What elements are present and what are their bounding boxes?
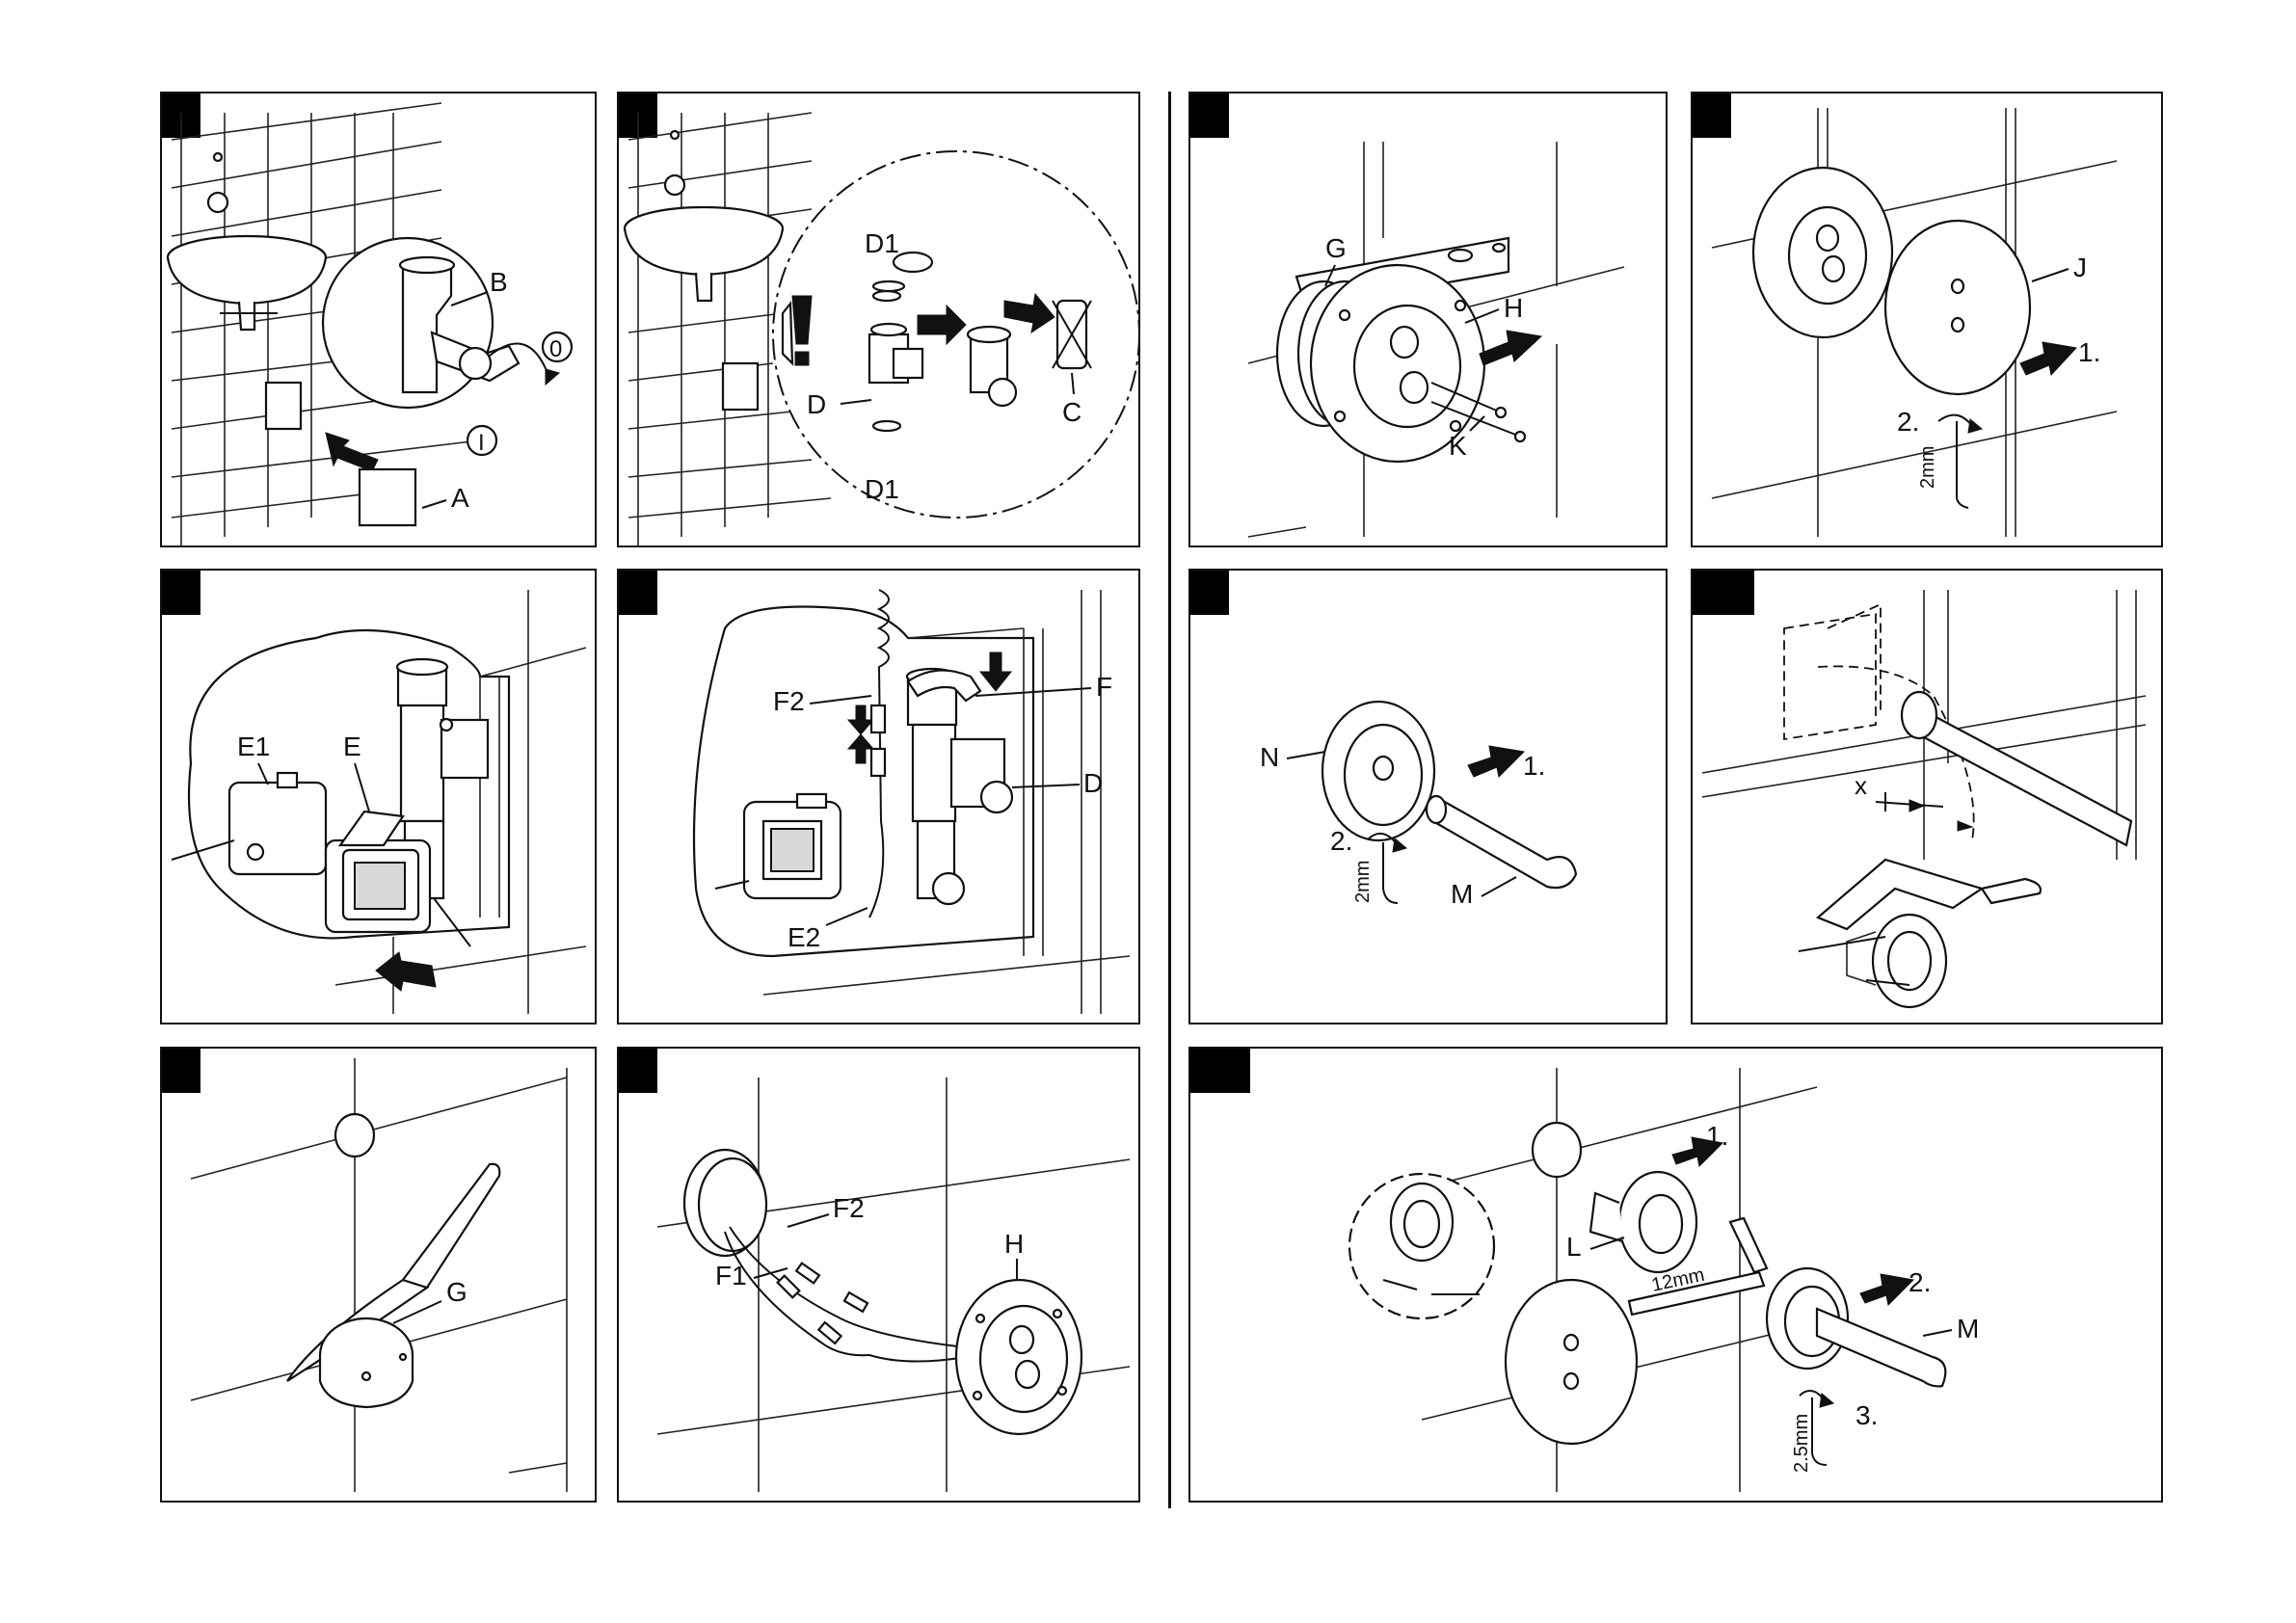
tile-cutout-circle [335,1114,374,1157]
label-c: C [1062,397,1081,427]
label-e1: E1 [237,732,270,761]
test-rod-m-icon [1427,796,1576,888]
filter-detail-callout [773,151,1139,518]
illustration-mount-plate: G H K [1190,93,1668,547]
step-panel-cut-tile: G [160,1047,597,1503]
label-step1: 1. [2078,337,2100,367]
illustration-route-cables: F2 F1 H [619,1049,1140,1503]
label-step2: 2. [1897,407,1919,437]
illustration-insert-rod: N M 1. 2. 2mm [1190,571,1668,1024]
arrow-push-icon [1468,746,1524,777]
label-key-2mm: 2mm [1917,446,1938,489]
hex-key-2mm-icon [1957,421,1968,508]
label-step1: 1. [1706,1121,1728,1151]
wall-box-g-icon [320,1318,413,1407]
turn-arrow-icon [546,369,559,385]
illustration-connect-power: E1 E [162,571,597,1024]
label-d: D [1083,768,1103,798]
step-panel-connect-cables: F2 F D E2 [617,569,1140,1024]
sleeve-cut-icon [1847,915,1946,1007]
step-panel-shut-off-water: A B 0 I [160,92,597,547]
wall-opening-icon [684,1150,766,1256]
turn-arrow-icon [1938,415,1972,426]
cover-plate-icon [1506,1280,1637,1444]
arrow-push-icon [1860,1274,1913,1305]
mounting-flange-icon [1753,168,1892,337]
label-x: x [1855,771,1867,800]
label-e2: E2 [788,922,820,952]
valve-detail-callout [323,238,559,408]
label-d1-top: D1 [865,228,899,258]
label-j: J [2073,253,2087,282]
label-d1-bottom: D1 [865,474,899,504]
step-panel-final-assembly: L 1. 12mm 2. M [1188,1047,2163,1503]
label-key-2mm: 2mm [1352,861,1374,903]
label-step1: 1. [1523,751,1545,781]
cover-plate-j-icon [1885,221,2030,394]
ruler-icon [1902,692,2131,845]
illustration-shut-off-water: A B 0 I [162,93,597,547]
tile-cutout-circle [1533,1123,1581,1177]
step-panel-measure-cut: x [1691,569,2163,1024]
label-step2: 2. [1330,826,1352,856]
label-a: A [451,483,469,513]
saw-icon [1818,860,2041,929]
label-g: G [1325,233,1347,263]
label-g: G [446,1277,467,1307]
illustration-final-assembly: L 1. 12mm 2. M [1190,1049,2163,1503]
detail-callout [1349,1174,1494,1318]
label-b: B [490,267,508,297]
washbasin-icon [625,131,783,301]
label-h: H [1504,293,1523,323]
illustration-connect-cables: F2 F D E2 [619,571,1140,1024]
label-step2: 2. [1909,1267,1931,1297]
cables-f1-f2-icon [725,1227,966,1362]
label-key-25mm: 2.5mm [1791,1414,1812,1473]
label-f: F [1096,672,1112,702]
warning-exclamation-icon [792,296,812,344]
label-zero: 0 [549,336,562,362]
arrow-push-icon [376,952,436,991]
rosette-n-icon [1322,702,1434,840]
step-panel-route-cables: F2 F1 H [617,1047,1140,1503]
wall-box-icon [723,363,758,410]
label-h: H [1004,1229,1024,1259]
sleeve-l-icon [1590,1172,1696,1272]
step-panel-mount-plate: G H K [1188,92,1668,547]
label-e: E [343,732,361,761]
arrow-push-icon [2020,342,2076,375]
step-panel-insert-rod: N M 1. 2. 2mm [1188,569,1668,1024]
label-f1: F1 [715,1261,747,1290]
label-step3: 3. [1855,1400,1878,1430]
wall-box-icon [266,383,301,429]
arrow-push-icon [1480,331,1541,365]
label-l: L [1566,1232,1582,1262]
illustration-measure-cut: x [1693,571,2163,1024]
label-n: N [1260,742,1279,772]
washbasin-icon [168,153,326,330]
cover-plate-icon [360,469,415,525]
wall-box-outline-dashed [1784,614,1876,739]
step-panel-filter-exchange: D1 D D1 C [617,92,1140,547]
label-m: M [1451,879,1473,909]
mounting-flange-h-icon [956,1280,1081,1434]
label-k: K [1449,431,1467,461]
step-panel-cover-plate: J 1. 2. 2mm [1691,92,2163,547]
arrow-pull-cover-icon [326,433,378,471]
illustration-filter-exchange: D1 D D1 C [619,93,1140,547]
label-m: M [1957,1314,1979,1344]
column-divider [1168,92,1171,1508]
label-f2: F2 [833,1193,865,1223]
label-d: D [807,389,826,419]
illustration-cover-plate: J 1. 2. 2mm [1693,93,2163,547]
illustration-cut-tile: G [162,1049,597,1503]
label-one: I [478,430,485,456]
step-panel-connect-power: E1 E [160,569,597,1024]
label-f2: F2 [773,686,805,716]
